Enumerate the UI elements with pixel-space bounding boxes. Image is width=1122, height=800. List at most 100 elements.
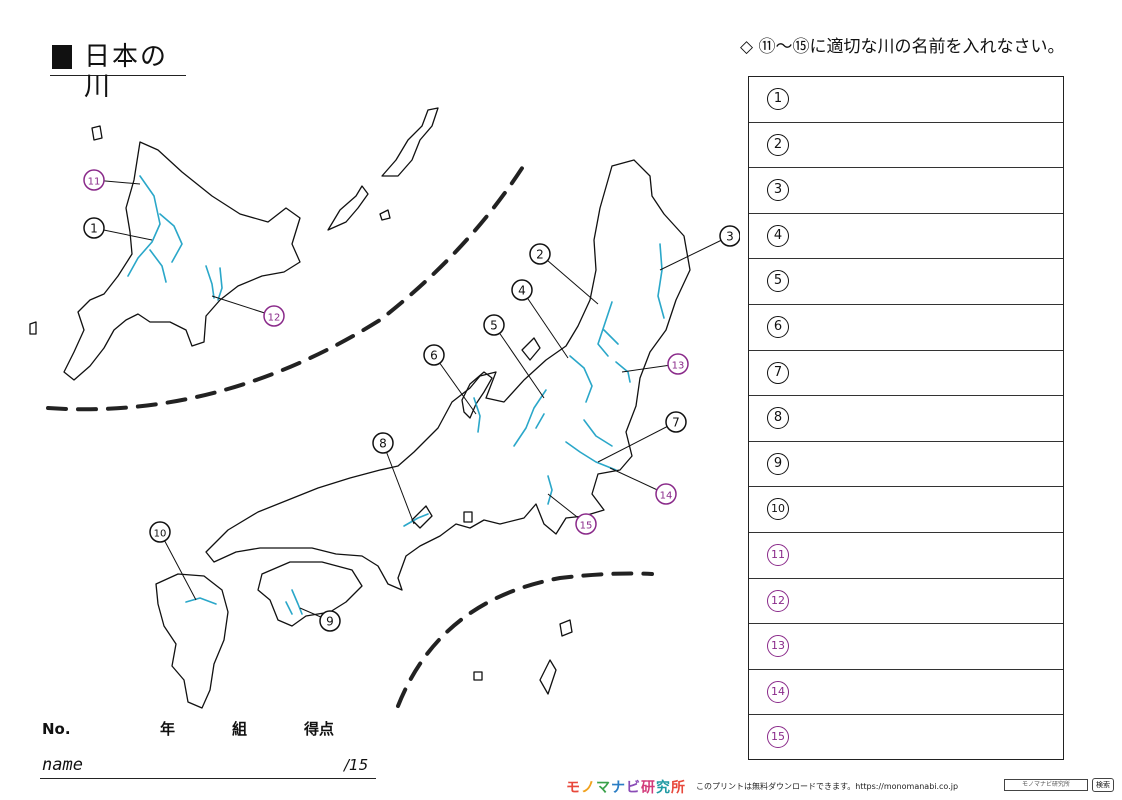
answer-field[interactable] — [801, 402, 1053, 434]
map-label-circle — [667, 353, 689, 375]
answer-field[interactable] — [801, 129, 1053, 161]
answer-row: 6 — [749, 305, 1063, 351]
island-outline — [327, 185, 369, 231]
map-label-circle — [719, 225, 740, 247]
answer-field[interactable] — [801, 174, 1053, 206]
answer-number: 13 — [767, 635, 789, 658]
map-label-circle — [423, 344, 445, 366]
class-label: 組 — [232, 720, 248, 738]
answer-field[interactable] — [801, 311, 1053, 343]
map-label-circle — [655, 483, 677, 505]
answer-number: 7 — [767, 361, 789, 384]
leader-line — [597, 421, 677, 463]
map-label-number: 5 — [490, 319, 498, 333]
river-line — [565, 441, 617, 471]
answer-row: 1 — [749, 77, 1063, 123]
leader-line — [493, 324, 545, 399]
answer-field[interactable] — [801, 83, 1053, 115]
answer-row: 11 — [749, 533, 1063, 579]
answer-number: 11 — [767, 544, 789, 566]
answer-field[interactable] — [801, 676, 1053, 708]
river-line — [569, 355, 593, 403]
map-label-number: 8 — [379, 437, 387, 451]
map-label-number: 9 — [326, 615, 334, 629]
answer-row: 13 — [749, 624, 1063, 670]
answer-number: 14 — [767, 680, 789, 703]
boundary-dashed-line — [396, 571, 654, 708]
answer-field[interactable] — [801, 721, 1053, 753]
island-outline — [379, 209, 391, 221]
river-line — [159, 213, 183, 263]
island-outline — [463, 511, 473, 523]
credit-text: このプリントは無料ダウンロードできます。https://monomanabi.c… — [696, 782, 959, 791]
river-line — [185, 597, 217, 605]
river-line — [657, 243, 665, 319]
answer-field[interactable] — [801, 220, 1053, 252]
map-label-number: 15 — [580, 521, 593, 532]
title-square-icon — [52, 45, 72, 69]
year-label: 年 — [160, 720, 176, 738]
map-label-number: 13 — [672, 361, 685, 372]
map-label-number: 4 — [518, 284, 526, 298]
river-line — [403, 513, 429, 527]
page-title-text: 日本の川 — [84, 42, 169, 102]
boundary-dashed-line — [46, 160, 528, 412]
site-search-box[interactable]: モノマナビ研究所 — [1004, 779, 1088, 791]
river-line — [217, 267, 223, 301]
river-line — [205, 265, 215, 299]
answer-number: 8 — [767, 407, 789, 430]
leader-line — [659, 235, 731, 271]
honshu-outline — [205, 159, 691, 591]
answer-field[interactable] — [801, 357, 1053, 389]
map-label-circle — [83, 217, 105, 239]
answer-field[interactable] — [801, 265, 1053, 297]
answer-number: 10 — [767, 498, 789, 521]
answer-row: 12 — [749, 579, 1063, 625]
map-label-number: 12 — [268, 313, 281, 324]
page-title: 日本の川 — [50, 42, 186, 102]
number-label: No. — [42, 720, 71, 738]
answer-number: 9 — [767, 452, 789, 475]
answer-row: 9 — [749, 442, 1063, 488]
map-label-circle — [263, 305, 285, 327]
name-label: name — [42, 755, 83, 775]
leader-line — [159, 531, 197, 601]
shikoku-outline — [257, 561, 363, 627]
map-label-number: 3 — [726, 230, 734, 244]
map-label-number: 11 — [88, 177, 101, 188]
map-label-number: 7 — [672, 416, 680, 430]
answer-row: 14 — [749, 670, 1063, 716]
island-outline — [473, 671, 483, 681]
site-search-button[interactable]: 検索 — [1092, 778, 1114, 792]
river-line — [583, 419, 613, 447]
answer-field[interactable] — [801, 585, 1053, 617]
island-outline — [559, 619, 573, 637]
map-label-circle — [575, 513, 597, 535]
awaji-island-outline — [411, 505, 433, 529]
map-label-number: 14 — [660, 491, 673, 502]
map-label-circle — [83, 169, 105, 191]
answer-field[interactable] — [801, 630, 1053, 662]
leader-line — [521, 289, 569, 359]
answer-number: 1 — [767, 88, 789, 110]
answer-number: 2 — [767, 133, 789, 156]
map-label-number: 1 — [90, 222, 98, 236]
river-line — [291, 589, 303, 615]
answer-field[interactable] — [801, 448, 1053, 480]
answer-number: 4 — [767, 224, 789, 247]
map-label-circle — [665, 411, 687, 433]
island-outline — [29, 321, 37, 335]
river-line — [603, 329, 619, 345]
leader-line — [539, 253, 599, 305]
answer-row: 2 — [749, 123, 1063, 169]
answer-field[interactable] — [801, 493, 1053, 525]
river-line — [513, 389, 547, 447]
river-line — [615, 361, 631, 383]
river-line — [535, 413, 545, 429]
answer-row: 5 — [749, 259, 1063, 305]
map-label-circle — [319, 610, 341, 632]
map-label-circle — [372, 432, 394, 454]
answer-field[interactable] — [801, 539, 1053, 571]
